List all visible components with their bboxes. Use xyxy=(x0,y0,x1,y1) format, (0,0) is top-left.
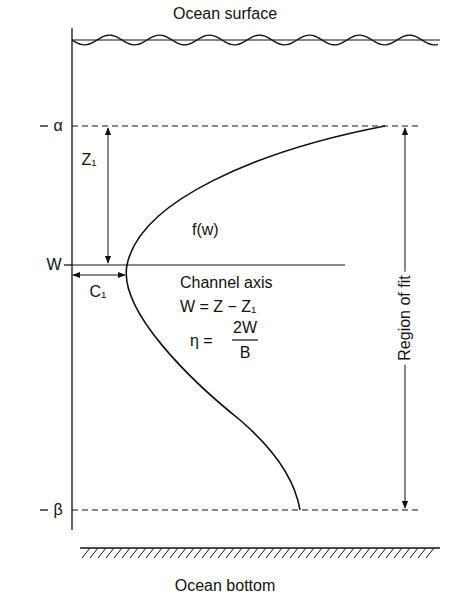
hatch-stroke xyxy=(242,548,250,558)
hatch-stroke xyxy=(402,548,410,558)
bound-symbol: α xyxy=(53,117,62,135)
fraction-numerator: 2W xyxy=(233,319,257,337)
hatch-stroke xyxy=(354,548,362,558)
hatch-stroke xyxy=(250,548,258,558)
hatch-stroke xyxy=(362,548,370,558)
region-label: Region of fit xyxy=(394,271,416,364)
hatch-stroke xyxy=(370,548,378,558)
bound-line xyxy=(72,126,420,127)
hatch-stroke xyxy=(194,548,202,558)
equation-text: η = xyxy=(190,332,213,350)
hatch-stroke xyxy=(234,548,242,558)
hatch-stroke xyxy=(114,548,122,558)
axis-label: Channel axis xyxy=(180,274,273,292)
hatch-stroke xyxy=(258,548,266,558)
hatch-stroke xyxy=(106,548,114,558)
hatch-stroke xyxy=(314,548,322,558)
hatch-stroke xyxy=(426,548,434,558)
hatch-stroke xyxy=(178,548,186,558)
hatch-stroke xyxy=(394,548,402,558)
hatch-stroke xyxy=(330,548,338,558)
hatch-stroke xyxy=(138,548,146,558)
surface-label: Ocean surface xyxy=(173,5,277,23)
bound-line xyxy=(72,510,420,511)
hatch-stroke xyxy=(290,548,298,558)
hatch-stroke xyxy=(306,548,314,558)
hatch-stroke xyxy=(378,548,386,558)
hatch-stroke xyxy=(82,548,90,558)
hatch-stroke xyxy=(202,548,210,558)
hatch-stroke xyxy=(98,548,106,558)
hatch-stroke xyxy=(218,548,226,558)
curve-label: f(w) xyxy=(192,221,219,239)
depth-axis xyxy=(71,28,72,530)
hatch-stroke xyxy=(162,548,170,558)
hatch-stroke xyxy=(410,548,418,558)
dimension-label: C₁ xyxy=(90,283,107,301)
fraction-bar xyxy=(232,339,258,340)
hatch-stroke xyxy=(346,548,354,558)
hatch-stroke xyxy=(298,548,306,558)
bound-symbol: β xyxy=(53,501,62,519)
sea-level-line xyxy=(72,40,440,41)
channel-axis-line xyxy=(72,265,345,266)
hatch-stroke xyxy=(186,548,194,558)
hatch-stroke xyxy=(418,548,426,558)
surface-wave xyxy=(72,35,438,45)
hatch-stroke xyxy=(154,548,162,558)
hatch-stroke xyxy=(338,548,346,558)
hatch-stroke xyxy=(386,548,394,558)
fraction-denominator: B xyxy=(240,344,251,362)
tick-mark xyxy=(40,509,48,510)
seabed-hatch xyxy=(82,548,434,558)
hatch-stroke xyxy=(210,548,218,558)
dimension-label: Z₁ xyxy=(81,151,96,169)
axis-symbol: W xyxy=(46,256,61,274)
profile-curve xyxy=(126,126,385,510)
hatch-stroke xyxy=(226,548,234,558)
hatch-stroke xyxy=(266,548,274,558)
hatch-stroke xyxy=(274,548,282,558)
hatch-stroke xyxy=(146,548,154,558)
hatch-stroke xyxy=(90,548,98,558)
tick-mark xyxy=(40,125,48,126)
dimension-arrow xyxy=(73,275,125,276)
hatch-stroke xyxy=(130,548,138,558)
hatch-stroke xyxy=(170,548,178,558)
seabed-label: Ocean bottom xyxy=(175,577,276,595)
hatch-stroke xyxy=(122,548,130,558)
tick-mark xyxy=(64,264,72,265)
hatch-stroke xyxy=(282,548,290,558)
equation-text: W = Z − Z₁ xyxy=(180,298,257,316)
hatch-stroke xyxy=(322,548,330,558)
dimension-arrow xyxy=(108,128,109,263)
